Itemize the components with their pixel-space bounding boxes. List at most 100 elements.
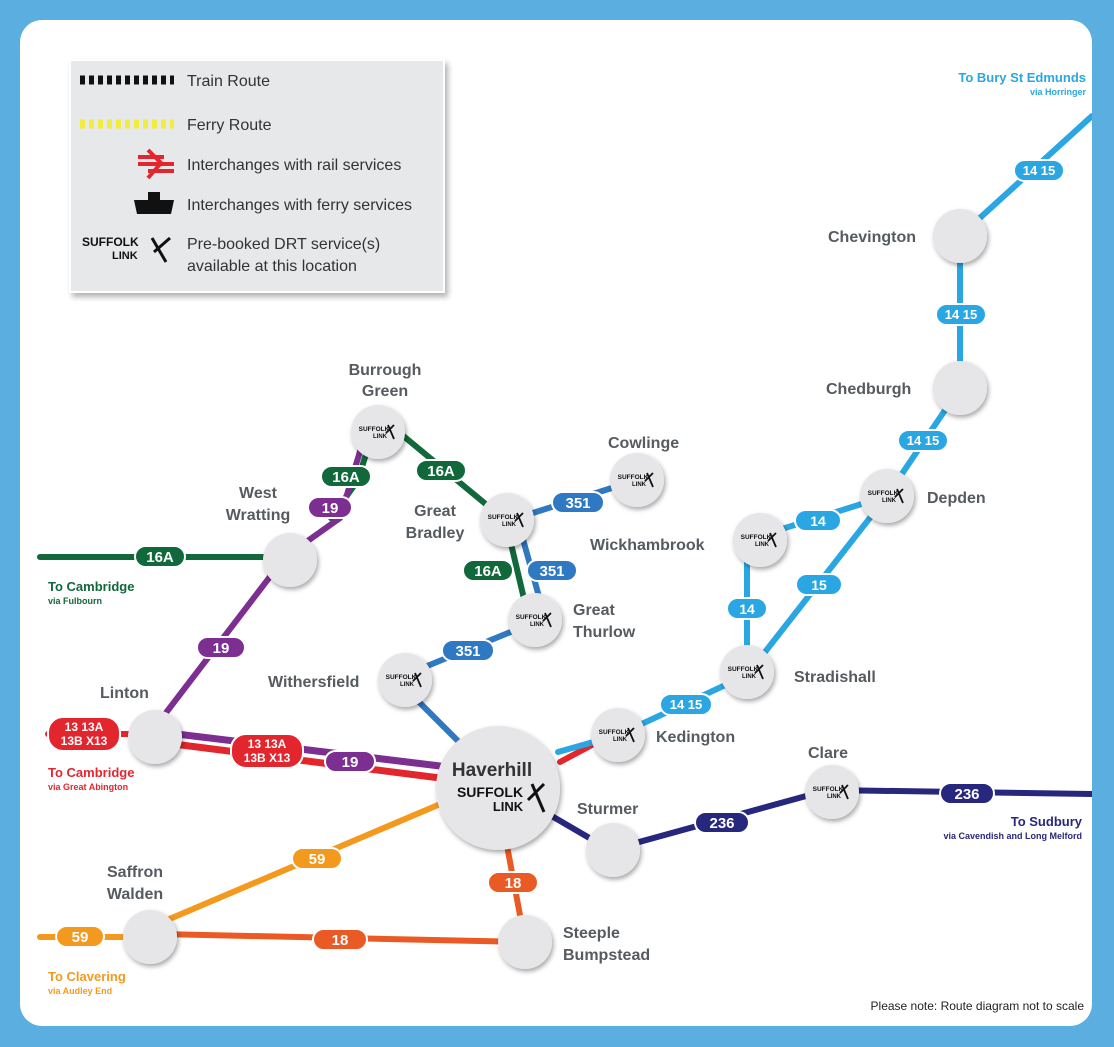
station-haverhill[interactable] <box>436 726 560 850</box>
suffolk-link-logo: SUFFOLK LINK <box>741 532 777 548</box>
legend-train-label: Train Route <box>187 73 270 90</box>
badge-18: 18 <box>312 928 368 951</box>
badge-14-15: 14 15 <box>897 429 949 452</box>
label-great-thurlow-1: Great <box>573 602 615 619</box>
station-kedington[interactable] <box>591 708 645 762</box>
suffolk-link-logo-bottom: LINK <box>530 622 545 628</box>
station-cowlinge[interactable] <box>610 453 664 507</box>
destination-labels: To Cambridge via Fulbourn To Cambridge v… <box>48 70 1086 996</box>
suffolk-link-logo-top: SUFFOLK <box>728 666 759 673</box>
badge-18: 18 <box>487 871 539 894</box>
station-saffron-walden[interactable] <box>123 910 177 964</box>
suffolk-link-logo-icon: SUFFOLK LINK <box>82 235 171 263</box>
suffolk-link-logo-top: SUFFOLK <box>386 674 417 681</box>
suffolk-link-logo-bottom: LINK <box>755 542 770 548</box>
svg-text:236: 236 <box>709 815 734 832</box>
suffolk-link-logo-bottom: LINK <box>400 682 415 688</box>
svg-text:13 13A: 13 13A <box>65 720 104 734</box>
suffolk-link-logo: SUFFOLK LINK <box>618 472 654 488</box>
legend-rail-interchange-label: Interchanges with rail services <box>187 157 401 174</box>
badge-14: 14 <box>726 597 768 620</box>
station-withersfield[interactable] <box>378 653 432 707</box>
badge-236: 236 <box>694 811 750 834</box>
suffolk-link-logo-bottom: LINK <box>632 482 647 488</box>
label-west-wratting-2: Wratting <box>226 507 291 524</box>
station-great-thurlow[interactable] <box>508 593 562 647</box>
station-west-wratting[interactable] <box>263 533 317 587</box>
legend-box <box>69 59 445 293</box>
dest-clavering-via: via Audley End <box>48 986 112 996</box>
not-to-scale-note: Please note: Route diagram not to scale <box>871 999 1085 1013</box>
dest-cambridge-abington-via: via Great Abington <box>48 782 128 792</box>
dest-bury-st-edmunds-via: via Horringer <box>1030 87 1087 97</box>
badge-59: 59 <box>291 847 343 870</box>
suffolk-link-logo-bottom: LINK <box>373 434 388 440</box>
station-sturmer[interactable] <box>586 823 640 877</box>
badge-19: 19 <box>196 636 246 659</box>
svg-text:19: 19 <box>213 640 230 657</box>
svg-text:16A: 16A <box>427 463 455 480</box>
station-linton[interactable] <box>128 710 182 764</box>
legend-logo-bottom: LINK <box>112 250 138 262</box>
dest-cambridge-fulbourn-via: via Fulbourn <box>48 596 102 606</box>
svg-text:18: 18 <box>505 875 522 892</box>
ferry-interchange-icon <box>134 192 174 214</box>
suffolk-link-logo-bottom: LINK <box>502 522 517 528</box>
station-chedburgh[interactable] <box>933 361 987 415</box>
dest-sudbury-via: via Cavendish and Long Melford <box>943 831 1082 841</box>
dest-cambridge-fulbourn: To Cambridge <box>48 579 134 594</box>
label-steeple-bumpstead-1: Steeple <box>563 925 620 942</box>
suffolk-link-logo: SUFFOLK LINK <box>516 612 552 628</box>
svg-text:14: 14 <box>739 601 755 617</box>
svg-text:351: 351 <box>539 563 564 580</box>
badge-351: 351 <box>526 559 578 582</box>
badge-236: 236 <box>939 782 995 805</box>
station-depden[interactable] <box>860 469 914 523</box>
suffolk-link-logo-top: SUFFOLK <box>813 786 844 793</box>
station-wickhambrook[interactable] <box>733 513 787 567</box>
suffolk-link-logo: SUFFOLK LINK <box>868 488 904 504</box>
station-steeple-bumpstead[interactable] <box>498 915 552 969</box>
svg-text:236: 236 <box>954 786 979 803</box>
svg-text:13 13A: 13 13A <box>248 737 287 751</box>
label-withersfield: Withersfield <box>268 674 359 691</box>
legend: Train Route Ferry Route Interchanges wit… <box>69 59 445 293</box>
label-stradishall: Stradishall <box>794 669 876 686</box>
label-chevington: Chevington <box>828 229 916 246</box>
label-linton: Linton <box>100 685 149 702</box>
station-chevington[interactable] <box>933 209 987 263</box>
svg-text:19: 19 <box>322 500 339 517</box>
svg-text:16A: 16A <box>146 549 174 566</box>
svg-text:13B X13: 13B X13 <box>244 751 291 765</box>
suffolk-link-logos: SUFFOLK LINK SUFFOLK LINK SUFFOLK LINK S… <box>359 424 904 814</box>
svg-text:14 15: 14 15 <box>907 433 940 448</box>
svg-text:19: 19 <box>342 754 359 771</box>
suffolk-link-logo-top: SUFFOLK <box>618 474 649 481</box>
legend-drt-line1: Pre-booked DRT service(s) <box>187 236 380 253</box>
svg-text:59: 59 <box>309 851 326 868</box>
station-stradishall[interactable] <box>720 645 774 699</box>
station-burrough-green[interactable] <box>351 405 405 459</box>
route-diagram: SUFFOLK LINK SUFFOLK LINK SUFFOLK LINK S… <box>37 59 1092 1013</box>
svg-text:16A: 16A <box>474 563 502 580</box>
badge-16a: 16A <box>462 559 514 582</box>
station-clare[interactable] <box>805 765 859 819</box>
svg-text:59: 59 <box>72 929 89 946</box>
badge-19: 19 <box>307 496 353 519</box>
dest-sudbury: To Sudbury <box>1011 814 1083 829</box>
label-saffron-walden-2: Walden <box>107 886 163 903</box>
legend-drt-line2: available at this location <box>187 258 357 275</box>
label-clare: Clare <box>808 745 848 762</box>
label-burrough-green-1: Burrough <box>349 362 422 379</box>
badge-351: 351 <box>441 639 495 662</box>
suffolk-link-logo-bottom: LINK <box>827 794 842 800</box>
label-west-wratting-1: West <box>239 485 278 502</box>
suffolk-link-logo-bottom: LINK <box>493 799 524 814</box>
badge-59: 59 <box>55 925 105 948</box>
badge-16a: 16A <box>415 459 467 482</box>
suffolk-link-logo: SUFFOLK LINK <box>386 672 422 688</box>
station-great-bradley[interactable] <box>480 493 534 547</box>
svg-text:351: 351 <box>455 643 480 660</box>
label-kedington: Kedington <box>656 729 735 746</box>
